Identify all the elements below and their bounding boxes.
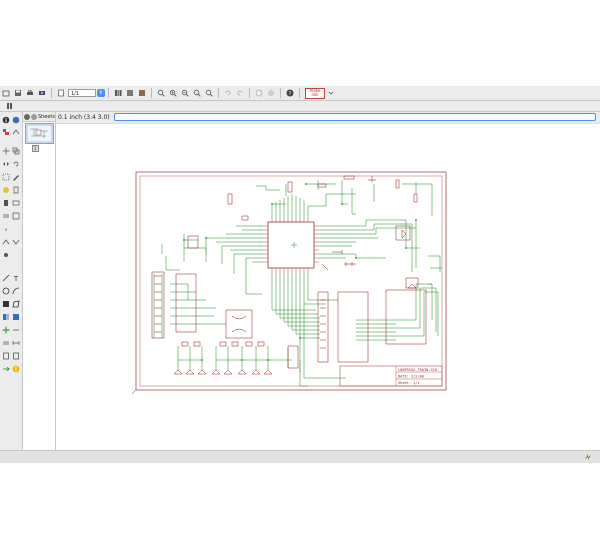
arc-icon[interactable] bbox=[12, 287, 20, 295]
replace-icon[interactable]: a bbox=[2, 225, 10, 233]
close-panel-icon[interactable] bbox=[24, 113, 30, 120]
name-icon[interactable] bbox=[2, 238, 10, 246]
zoom-out-icon[interactable] bbox=[181, 89, 190, 98]
move-icon[interactable] bbox=[2, 147, 10, 155]
title-block-sheet: Sheet: 1/1 bbox=[398, 381, 420, 385]
sheet-thumbnail[interactable] bbox=[25, 123, 54, 144]
cut-icon[interactable] bbox=[2, 186, 10, 194]
stop-icon[interactable] bbox=[255, 89, 264, 98]
logo-text-bottom: link bbox=[311, 91, 319, 97]
warning-icon[interactable] bbox=[12, 365, 20, 373]
schematic-drawing: LONTRIXX_TRAIN.SCH DATE: 2/2/08 Sheet: 1… bbox=[131, 171, 447, 395]
polygon-icon[interactable] bbox=[12, 300, 20, 308]
undo-icon[interactable] bbox=[224, 89, 233, 98]
attribute-icon[interactable] bbox=[2, 339, 10, 347]
title-block-date: DATE: 2/2/08 bbox=[398, 375, 424, 379]
change-icon[interactable] bbox=[12, 173, 20, 181]
schematic-canvas[interactable]: LONTRIXX_TRAIN.SCH DATE: 2/2/08 Sheet: 1… bbox=[56, 123, 600, 451]
title-block: LONTRIXX_TRAIN.SCH DATE: 2/2/08 Sheet: 1… bbox=[339, 365, 443, 387]
zoom-redraw-icon[interactable] bbox=[193, 89, 202, 98]
zoom-select-icon[interactable] bbox=[205, 89, 214, 98]
sheet-select[interactable]: 1/1 bbox=[68, 89, 96, 97]
print-icon[interactable] bbox=[26, 89, 35, 98]
svg-text:a: a bbox=[5, 227, 8, 232]
smash-icon[interactable] bbox=[2, 251, 10, 259]
status-bar bbox=[0, 450, 600, 463]
display-icon[interactable] bbox=[2, 128, 10, 136]
zoom-in-icon[interactable] bbox=[169, 89, 178, 98]
mirror-icon[interactable] bbox=[2, 160, 10, 168]
sheet-select-chevron-icon[interactable]: ⇕ bbox=[97, 89, 105, 97]
help-icon[interactable]: ? bbox=[286, 89, 295, 98]
component-symbols bbox=[151, 175, 427, 375]
go-icon[interactable] bbox=[267, 89, 276, 98]
run-ulp-icon[interactable] bbox=[138, 89, 147, 98]
sheets-panel: Sheets 1 bbox=[23, 112, 56, 450]
net-icon[interactable] bbox=[12, 313, 20, 321]
info-icon[interactable] bbox=[2, 116, 10, 124]
logo-text-top: make bbox=[309, 87, 321, 93]
sheets-panel-icon bbox=[30, 113, 37, 120]
svg-text:?: ? bbox=[289, 91, 292, 97]
command-toolbar: a T bbox=[0, 112, 23, 450]
command-input[interactable] bbox=[114, 113, 596, 121]
bus-icon[interactable] bbox=[2, 313, 10, 321]
errc-icon[interactable] bbox=[12, 352, 20, 360]
svg-text:T: T bbox=[13, 275, 19, 282]
redo-icon[interactable] bbox=[236, 89, 245, 98]
save-icon[interactable] bbox=[14, 89, 23, 98]
group-icon[interactable] bbox=[2, 173, 10, 181]
command-bar: 0.1 inch (3.4 3.0) bbox=[56, 112, 600, 122]
junction-dots bbox=[183, 183, 417, 361]
mark-icon[interactable] bbox=[12, 128, 20, 136]
delete-icon[interactable] bbox=[2, 199, 10, 207]
rotate-icon[interactable] bbox=[12, 160, 20, 168]
paste-icon[interactable] bbox=[12, 186, 20, 194]
add-icon[interactable] bbox=[12, 199, 20, 207]
sheets-panel-title: Sheets bbox=[37, 113, 55, 120]
pinswap-icon[interactable] bbox=[2, 212, 10, 220]
value-icon[interactable] bbox=[12, 238, 20, 246]
text-icon[interactable]: T bbox=[12, 274, 20, 282]
junction-icon[interactable] bbox=[2, 326, 10, 334]
gateswap-icon[interactable] bbox=[12, 212, 20, 220]
rect-icon[interactable] bbox=[2, 300, 10, 308]
script-icon[interactable] bbox=[126, 89, 135, 98]
dimension-icon[interactable] bbox=[12, 339, 20, 347]
erc-icon[interactable] bbox=[2, 365, 10, 373]
sheet-icon bbox=[57, 89, 66, 98]
logo-chevron-down-icon[interactable] bbox=[327, 89, 336, 98]
parameter-toolbar bbox=[0, 101, 600, 112]
title-block-name: LONTRIXX_TRAIN.SCH bbox=[398, 368, 437, 372]
microcontroller-ic bbox=[263, 217, 319, 273]
open-icon[interactable] bbox=[2, 89, 11, 98]
coordinate-display: 0.1 inch (3.4 3.0) bbox=[58, 113, 110, 121]
wire-icon[interactable] bbox=[2, 274, 10, 282]
use-library-icon[interactable] bbox=[114, 89, 123, 98]
circle-icon[interactable] bbox=[2, 287, 10, 295]
label-icon[interactable] bbox=[12, 326, 20, 334]
zoom-fit-icon[interactable] bbox=[157, 89, 166, 98]
status-go-icon[interactable] bbox=[584, 453, 592, 461]
show-icon[interactable] bbox=[12, 116, 20, 124]
frame-icon[interactable] bbox=[2, 352, 10, 360]
sheet-number-badge: 1 bbox=[32, 145, 39, 152]
frame-outer bbox=[135, 171, 447, 391]
copy-icon[interactable] bbox=[12, 147, 20, 155]
layer-icon[interactable] bbox=[6, 102, 14, 110]
frame-inner bbox=[139, 175, 443, 387]
cam-icon[interactable] bbox=[38, 89, 47, 98]
